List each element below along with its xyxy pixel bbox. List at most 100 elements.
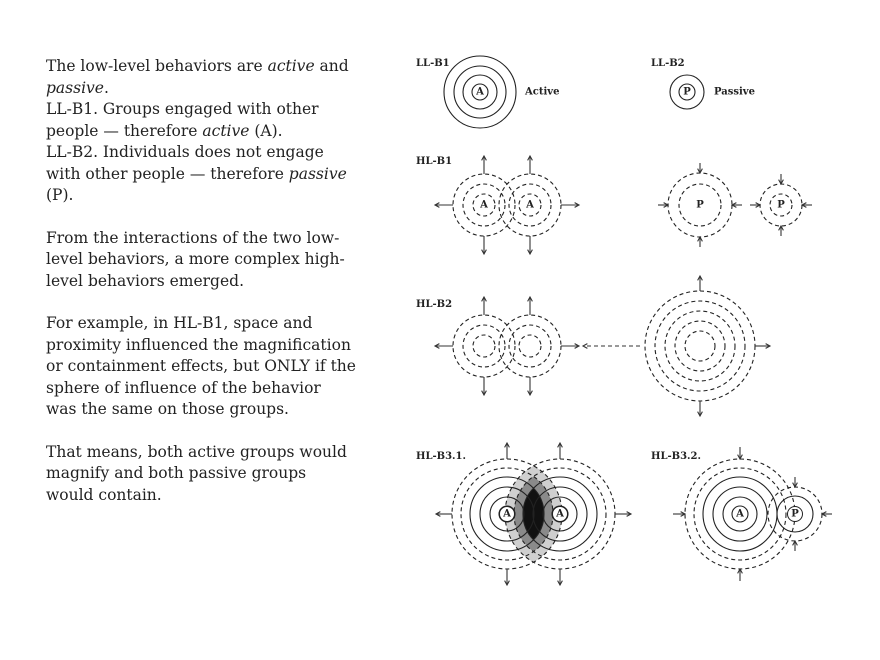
paragraph-interactions: From the interactions of the two low-lev… xyxy=(46,228,345,290)
dashed-ring xyxy=(518,193,542,217)
letter-p: P xyxy=(696,200,704,211)
dashed-ring xyxy=(462,183,506,227)
overlap-zone xyxy=(514,468,553,560)
arrow-head-icon xyxy=(778,224,784,231)
label-hl-b3-2: HL-B3.2. xyxy=(651,451,701,462)
text-run: LL-B1. Groups engaged with other people … xyxy=(46,100,319,140)
emphasis-text: active xyxy=(267,57,315,75)
solid-ring xyxy=(776,495,814,533)
arrow-head-icon xyxy=(481,390,487,397)
solid-ring xyxy=(469,476,545,552)
arrow-head-icon xyxy=(581,343,588,349)
solid-ring xyxy=(489,496,525,532)
label-passive: Passive xyxy=(714,87,755,98)
explanation-text: The low-level behaviors are active and p… xyxy=(46,56,356,527)
arrow-head-icon xyxy=(527,154,533,161)
label-ll-b2: LL-B2 xyxy=(651,58,685,69)
letter-ring xyxy=(552,506,568,522)
dashed-ring xyxy=(678,183,722,227)
arrow-head-icon xyxy=(574,343,581,349)
letter-a: A xyxy=(555,509,564,520)
dashed-ring xyxy=(452,314,516,378)
paragraph-conclusion: That means, both active groups would mag… xyxy=(46,442,347,504)
arrow-head-icon xyxy=(778,179,784,186)
text-run: LL-B2. Individuals does not engage with … xyxy=(46,143,324,183)
arrow-head-icon xyxy=(504,580,510,587)
dashed-ring xyxy=(693,467,787,561)
arrow-head-icon xyxy=(730,202,737,208)
solid-ring xyxy=(669,74,705,110)
arrow-head-icon xyxy=(481,295,487,302)
letter-p: P xyxy=(777,200,785,211)
dashed-ring xyxy=(644,290,756,402)
arrow-head-icon xyxy=(557,580,563,587)
dashed-ring xyxy=(674,320,726,372)
dashed-ring xyxy=(472,334,496,358)
dashed-ring xyxy=(498,314,562,378)
label-hl-b3-1: HL-B3.1. xyxy=(416,451,466,462)
arrow-head-icon xyxy=(737,567,743,574)
arrow-head-icon xyxy=(820,511,827,517)
arrow-head-icon xyxy=(800,202,807,208)
label-hl-b1: HL-B1 xyxy=(416,156,452,167)
arrow-head-icon xyxy=(574,202,581,208)
arrow-head-icon xyxy=(792,482,798,489)
letter-ring xyxy=(731,505,749,523)
dashed-ring xyxy=(508,183,552,227)
arrow-head-icon xyxy=(680,511,687,517)
dashed-ring xyxy=(452,173,516,237)
text-run: The low-level behaviors are xyxy=(46,57,268,75)
letter-a: A xyxy=(479,200,488,211)
dashed-ring xyxy=(664,310,736,382)
dashed-ring xyxy=(684,330,716,362)
solid-ring xyxy=(479,486,535,542)
dashed-ring xyxy=(472,193,496,217)
letter-ring xyxy=(471,83,489,101)
dashed-ring xyxy=(462,324,506,368)
arrow-head-icon xyxy=(765,343,772,349)
letter-ring xyxy=(499,506,515,522)
letter-ring xyxy=(787,506,803,522)
text-run: . xyxy=(103,78,109,97)
arrow-head-icon xyxy=(697,168,703,175)
paragraph-behaviors: The low-level behaviors are active and p… xyxy=(46,56,356,207)
solid-ring xyxy=(453,65,507,119)
arrow-head-icon xyxy=(792,539,798,546)
dashed-ring xyxy=(654,300,746,392)
text-run: and xyxy=(314,57,349,75)
dashed-ring xyxy=(518,334,542,358)
arrow-head-icon xyxy=(527,295,533,302)
arrow-head-icon xyxy=(697,274,703,281)
solid-ring xyxy=(712,486,768,542)
arrow-head-icon xyxy=(504,441,510,448)
letter-ring xyxy=(678,83,696,101)
label-active: Active xyxy=(524,87,559,98)
solid-ring xyxy=(722,496,758,532)
arrow-head-icon xyxy=(697,411,703,418)
arrow-head-icon xyxy=(481,154,487,161)
solid-ring xyxy=(462,74,498,110)
letter-p: P xyxy=(683,87,691,98)
solid-ring xyxy=(542,496,578,532)
label-ll-b1: LL-B1 xyxy=(416,58,450,69)
letter-a: A xyxy=(525,200,534,211)
letter-p: P xyxy=(791,509,799,520)
arrow-head-icon xyxy=(527,249,533,256)
label-hl-b2: HL-B2 xyxy=(416,299,452,310)
letter-a: A xyxy=(502,509,511,520)
emphasis-text: passive xyxy=(288,164,347,183)
emphasis-text: passive xyxy=(46,78,104,97)
solid-ring xyxy=(522,476,598,552)
arrow-head-icon xyxy=(481,249,487,256)
solid-ring xyxy=(443,55,517,129)
text-run: (P). xyxy=(46,186,74,204)
arrow-head-icon xyxy=(697,235,703,242)
arrow-head-icon xyxy=(663,202,670,208)
text-run: (A). xyxy=(249,121,283,140)
letter-a: A xyxy=(475,87,484,98)
arrow-head-icon xyxy=(737,454,743,461)
arrow-head-icon xyxy=(626,511,633,517)
arrow-head-icon xyxy=(434,511,441,517)
arrow-head-icon xyxy=(433,202,440,208)
